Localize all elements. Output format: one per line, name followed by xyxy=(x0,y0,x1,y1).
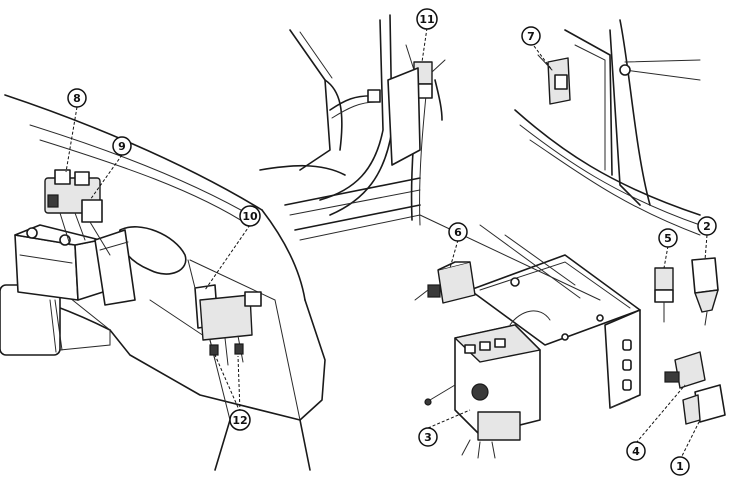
relay-7 xyxy=(537,54,571,105)
callout-12: 12 xyxy=(229,409,251,431)
callout-label-10: 10 xyxy=(242,210,258,223)
callout-label-2: 2 xyxy=(703,220,711,233)
callout-5: 5 xyxy=(658,228,678,248)
module-3 xyxy=(424,310,551,459)
callout-8: 8 xyxy=(67,88,87,108)
relay-1 xyxy=(682,384,726,425)
rear-pillar-view xyxy=(514,19,701,236)
relay-6 xyxy=(414,261,476,304)
callout-label-6: 6 xyxy=(454,226,462,239)
battery xyxy=(14,224,104,301)
leader-lines xyxy=(65,27,708,461)
callout-label-7: 7 xyxy=(527,30,535,43)
relay-2 xyxy=(691,257,719,326)
relay-block-8-9 xyxy=(44,169,111,256)
door-pillar-view xyxy=(259,14,446,241)
callout-label-3: 3 xyxy=(424,431,432,444)
callout-1: 1 xyxy=(670,456,690,476)
callout-7: 7 xyxy=(521,26,541,46)
callout-10: 10 xyxy=(239,205,261,227)
relay-block-10-12 xyxy=(187,259,262,366)
callout-label-5: 5 xyxy=(664,232,672,245)
relay-4 xyxy=(664,351,706,389)
callout-label-8: 8 xyxy=(73,92,81,105)
callout-3: 3 xyxy=(418,427,438,447)
callout-4: 4 xyxy=(626,441,646,461)
relay-5 xyxy=(654,267,674,323)
callout-2: 2 xyxy=(697,216,717,236)
engine-bay-view xyxy=(0,94,326,471)
callout-label-12: 12 xyxy=(232,414,247,427)
callout-6: 6 xyxy=(448,222,468,242)
callout-label-11: 11 xyxy=(419,13,434,26)
callout-11: 11 xyxy=(416,8,438,30)
callout-9: 9 xyxy=(112,136,132,156)
callout-label-4: 4 xyxy=(632,445,640,458)
callout-label-1: 1 xyxy=(676,460,684,473)
bracket-assembly-view xyxy=(414,214,726,459)
callout-label-9: 9 xyxy=(118,140,126,153)
